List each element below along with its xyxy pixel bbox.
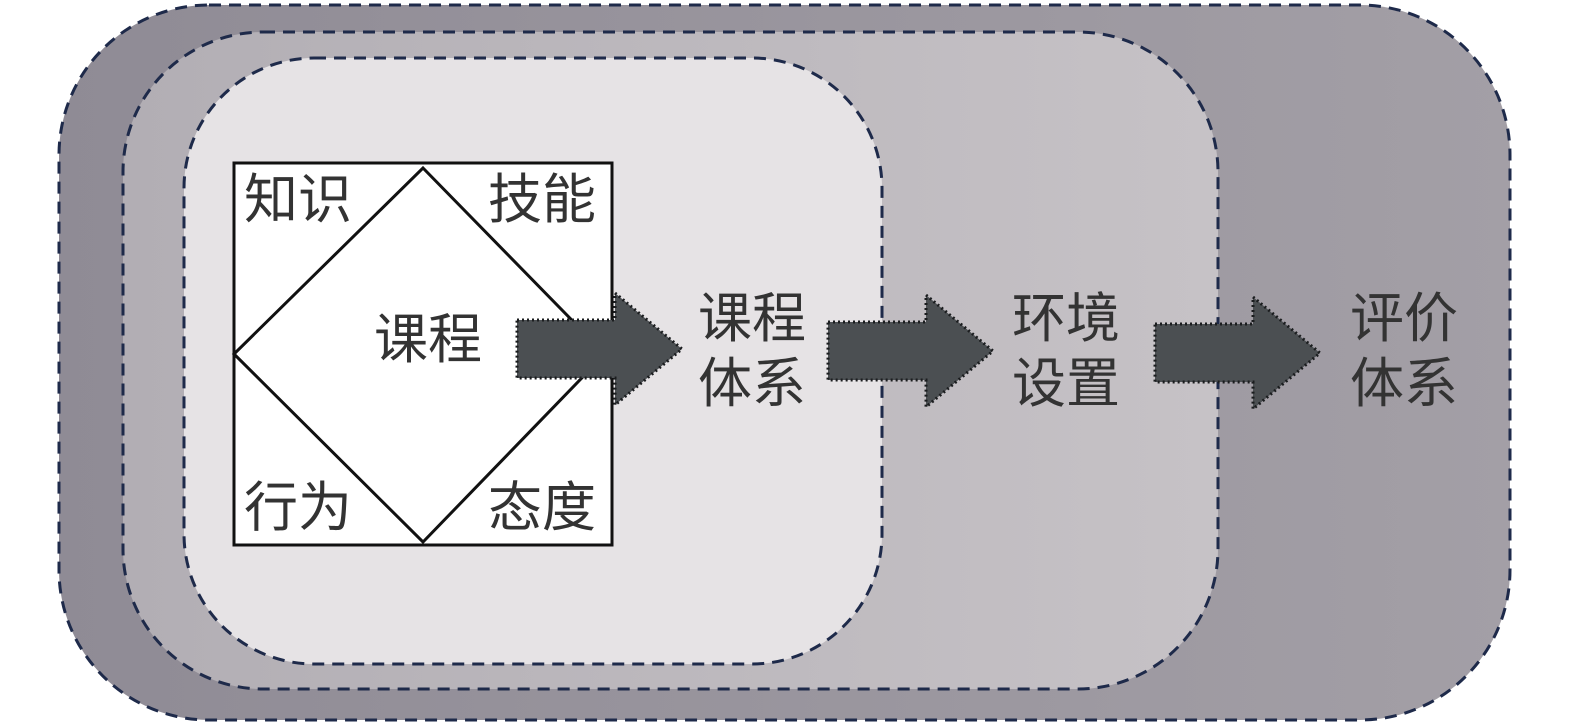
corner-label-behavior: 行为: [244, 476, 352, 539]
corner-label-attitude: 态度: [488, 476, 596, 539]
corner-label-skills: 技能: [488, 168, 596, 231]
center-label-curriculum: 课程: [374, 308, 482, 371]
corner-label-knowledge: 知识: [244, 168, 352, 231]
stage-environment-setting-line1: 环境: [1012, 287, 1120, 350]
curriculum-diamond: [231, 165, 608, 545]
arrow-to-evaluation-system: [1153, 293, 1323, 413]
stage-evaluation-system-line1: 评价: [1350, 287, 1458, 350]
arrow-to-environment-setting: [826, 291, 996, 411]
stage-environment-setting-line2: 设置: [1012, 352, 1120, 415]
stage-evaluation-system-line2: 体系: [1350, 352, 1458, 415]
stage-curriculum-system-line1: 课程: [698, 287, 806, 350]
arrow-to-curriculum-system: [515, 289, 685, 409]
stage-curriculum-system-line2: 体系: [698, 352, 806, 415]
